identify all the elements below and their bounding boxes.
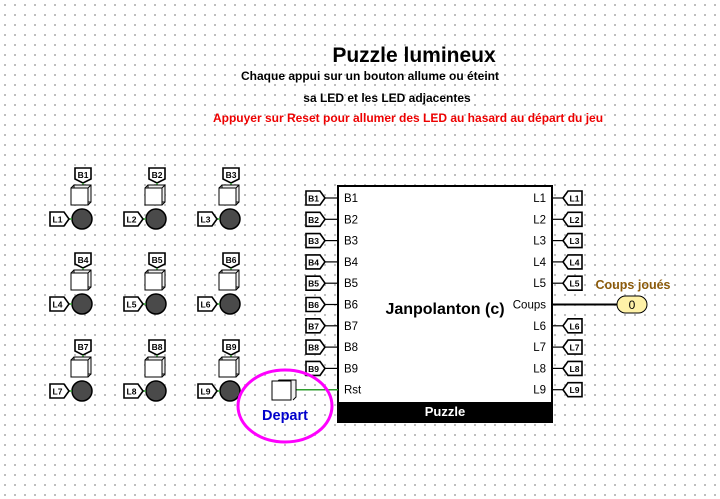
chip-input-tag-B9: B9 <box>308 364 319 374</box>
chip-output-L6: L6 <box>533 321 546 333</box>
button-tag-B3: B3 <box>226 170 237 180</box>
led-L9 <box>219 380 241 402</box>
chip-footer: Puzzle <box>425 404 465 419</box>
push-button-B5[interactable] <box>144 269 166 291</box>
button-tag-B8: B8 <box>152 342 163 352</box>
depart-button[interactable] <box>271 380 292 401</box>
button-tag-B7: B7 <box>78 342 89 352</box>
start-control: Depart <box>236 368 338 444</box>
chip-input-tag-B1: B1 <box>308 194 319 204</box>
subtitle-line-1: Chaque appui sur un bouton allume ou éte… <box>241 69 499 83</box>
chip-output-L2: L2 <box>533 214 546 226</box>
chip-input-tag-B8: B8 <box>308 343 319 353</box>
reset-warning: Appuyer sur Reset pour allumer des LED a… <box>212 111 604 125</box>
chip-output-L4: L4 <box>533 257 546 269</box>
led-L7 <box>71 380 93 402</box>
led-L5 <box>145 293 167 315</box>
chip-name: Janpolanton (c) <box>385 301 504 318</box>
chip-output-tag-L1: L1 <box>570 194 580 204</box>
push-button-B6[interactable] <box>218 269 240 291</box>
chip-output-Coups: Coups <box>513 300 546 312</box>
chip-input-B8: B8 <box>344 342 358 354</box>
push-button-B3[interactable] <box>218 184 240 206</box>
chip-input-tag-B4: B4 <box>308 257 319 267</box>
chip-output-tag-L3: L3 <box>570 236 580 246</box>
push-button-B9[interactable] <box>218 356 240 378</box>
chip-input-B4: B4 <box>344 257 359 269</box>
button-tag-B9: B9 <box>226 342 237 352</box>
chip-input-B3: B3 <box>344 236 358 248</box>
led-tag-L2: L2 <box>127 215 137 225</box>
chip-output-L5: L5 <box>533 278 546 290</box>
chip-output-tag-L8: L8 <box>570 364 580 374</box>
moves-counter: Coups joués 0 <box>552 278 671 314</box>
led-tag-L6: L6 <box>201 300 211 310</box>
chip-output-L1: L1 <box>533 193 546 205</box>
chip-input-Rst: Rst <box>344 385 362 397</box>
led-L2 <box>145 208 167 230</box>
led-L4 <box>71 293 93 315</box>
chip-input-B1: B1 <box>344 193 358 205</box>
push-button-B7[interactable] <box>70 356 92 378</box>
led-L8 <box>145 380 167 402</box>
led-L6 <box>219 293 241 315</box>
chip-output-tag-L7: L7 <box>570 343 580 353</box>
chip-output-L9: L9 <box>533 385 546 397</box>
chip-output-tag-L9: L9 <box>570 385 580 395</box>
chip-input-B2: B2 <box>344 214 358 226</box>
button-tag-B6: B6 <box>226 255 237 265</box>
led-tag-L3: L3 <box>201 215 211 225</box>
chip-input-tag-B6: B6 <box>308 300 319 310</box>
button-tag-B5: B5 <box>152 255 163 265</box>
button-tag-B1: B1 <box>78 170 89 180</box>
led-L3 <box>219 208 241 230</box>
led-tag-L1: L1 <box>53 215 63 225</box>
chip-output-L3: L3 <box>533 236 546 248</box>
chip-output-L8: L8 <box>533 363 546 375</box>
chip-output-L7: L7 <box>533 342 546 354</box>
counter-label: Coups joués <box>595 278 670 292</box>
depart-label: Depart <box>262 408 308 424</box>
chip-input-tag-B2: B2 <box>308 215 319 225</box>
subtitle-line-2: sa LED et les LED adjacentes <box>303 91 471 105</box>
chip-output-tag-L5: L5 <box>570 279 580 289</box>
chip-input-tag-B7: B7 <box>308 321 319 331</box>
led-tag-L9: L9 <box>201 387 211 397</box>
push-button-B4[interactable] <box>70 269 92 291</box>
led-tag-L7: L7 <box>53 387 63 397</box>
led-tag-L4: L4 <box>53 300 63 310</box>
push-button-B8[interactable] <box>144 356 166 378</box>
chip-output-tag-L6: L6 <box>570 321 580 331</box>
chip-input-B7: B7 <box>344 321 358 333</box>
counter-value: 0 <box>629 298 636 312</box>
led-tag-L8: L8 <box>127 387 137 397</box>
push-button-B1[interactable] <box>70 184 92 206</box>
led-tag-L5: L5 <box>127 300 137 310</box>
button-tag-B2: B2 <box>152 170 163 180</box>
push-button-B2[interactable] <box>144 184 166 206</box>
led-L1 <box>71 208 93 230</box>
chip-input-tag-B3: B3 <box>308 236 319 246</box>
chip-input-tag-B5: B5 <box>308 279 319 289</box>
button-tag-B4: B4 <box>78 255 89 265</box>
chip-input-B9: B9 <box>344 363 358 375</box>
page-title: Puzzle lumineux <box>332 44 496 67</box>
chip-input-B5: B5 <box>344 278 358 290</box>
chip-output-tag-L2: L2 <box>570 215 580 225</box>
chip-input-B6: B6 <box>344 300 358 312</box>
chip-output-tag-L4: L4 <box>570 257 580 267</box>
